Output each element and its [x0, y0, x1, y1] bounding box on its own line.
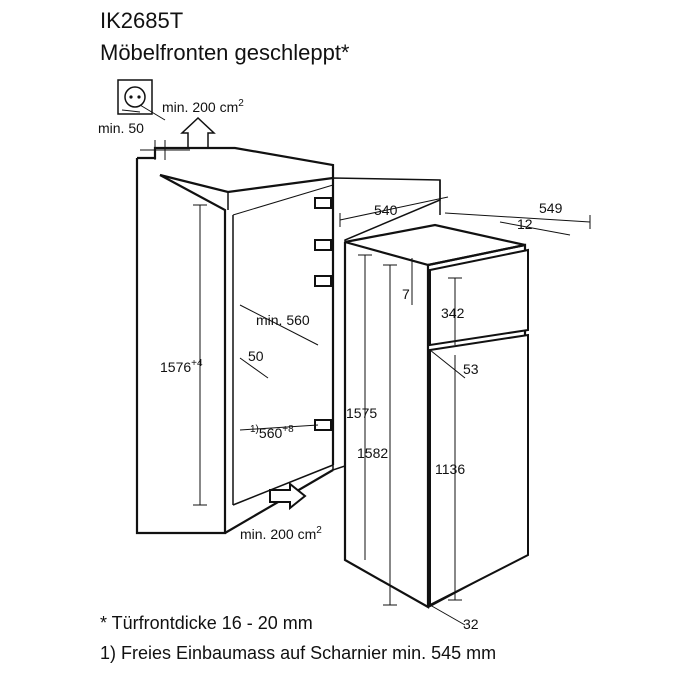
hinge-icon [314, 197, 332, 431]
power-socket-icon [117, 79, 153, 115]
dim-freezer-door: 342 [441, 305, 465, 321]
dim-bottom-gap: 32 [463, 616, 479, 632]
dim-vent-top: min. 200 cm2 [162, 98, 244, 115]
dim-total-height: 1582 [357, 445, 388, 461]
dim-appliance-height: 1575 [346, 405, 377, 421]
dim-fridge-door: 1136 [435, 461, 465, 477]
dim-gap-7: 7 [402, 286, 410, 302]
dim-niche-height: 1576+4 [160, 358, 203, 375]
dim-depth-door: 12 [517, 216, 533, 232]
freezer-door [429, 248, 529, 347]
vent-top-arrow-icon [180, 116, 216, 148]
open-door-panel [332, 177, 441, 472]
dim-depth-niche: 540 [374, 202, 398, 218]
dim-hinge: 1)560+8 [250, 424, 294, 441]
dim-niche-depth: min. 560 [256, 312, 310, 328]
niche-cabinet [135, 146, 335, 535]
subtitle: Möbelfronten geschleppt* [100, 40, 350, 65]
dim-vent-bottom: min. 200 cm2 [240, 525, 322, 542]
footnote-hinge: 1) Freies Einbaumass auf Scharnier min. … [100, 643, 497, 663]
vent-bottom-arrow-icon [269, 481, 307, 511]
model-title: IK2685T [100, 8, 184, 33]
dim-gap-53: 53 [463, 361, 479, 377]
footnote-door-thickness: * Türfrontdicke 16 - 20 mm [100, 613, 313, 633]
dimension-lines [140, 140, 591, 626]
dim-top-gap: min. 50 [98, 120, 144, 136]
dim-back-gap: 50 [248, 348, 264, 364]
dim-depth-total: 549 [539, 200, 563, 216]
